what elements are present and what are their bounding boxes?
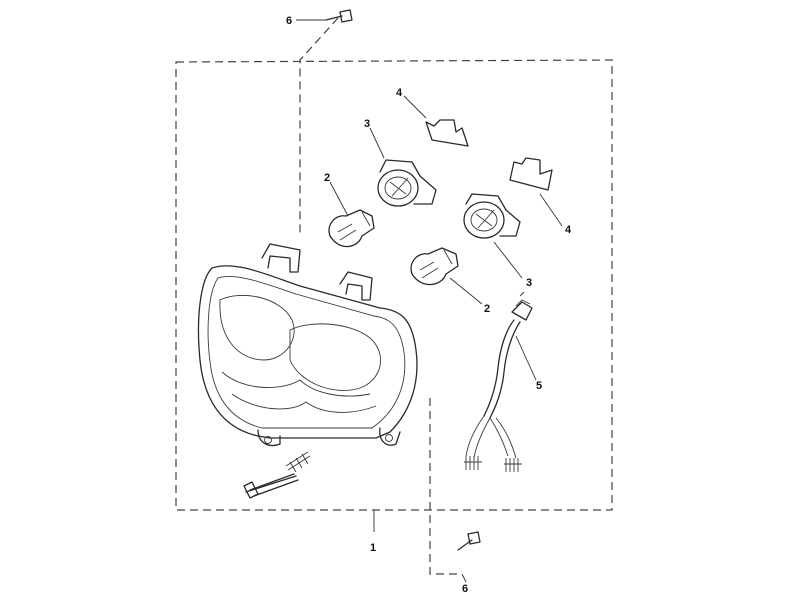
socket-lower bbox=[463, 193, 521, 239]
callout-1: 1 bbox=[370, 542, 376, 554]
callout-3-lower: 3 bbox=[526, 277, 532, 289]
assembly-boundary bbox=[175, 59, 613, 511]
bulb-lower bbox=[410, 247, 459, 286]
callout-6-top: 6 bbox=[286, 15, 292, 27]
leader-lines bbox=[296, 19, 563, 583]
callout-2-upper: 2 bbox=[324, 172, 330, 184]
socket-upper bbox=[377, 159, 437, 207]
wire-harness bbox=[464, 291, 533, 472]
screw-top bbox=[325, 9, 353, 23]
callout-2-lower: 2 bbox=[484, 303, 490, 315]
connection-lines bbox=[299, 17, 462, 575]
rubber-cap-upper bbox=[425, 119, 469, 147]
rubber-cap-lower bbox=[509, 157, 553, 191]
screw-bottom bbox=[457, 531, 481, 551]
headlight-housing bbox=[197, 243, 418, 499]
callout-4-lower: 4 bbox=[565, 224, 572, 236]
callout-6-bottom: 6 bbox=[462, 583, 468, 595]
callout-labels: 6 4 3 2 4 3 2 5 1 6 bbox=[286, 15, 572, 595]
bulb-upper bbox=[328, 209, 375, 248]
callout-3-upper: 3 bbox=[364, 118, 370, 130]
callout-4-upper: 4 bbox=[396, 87, 403, 99]
callout-5: 5 bbox=[536, 380, 542, 392]
